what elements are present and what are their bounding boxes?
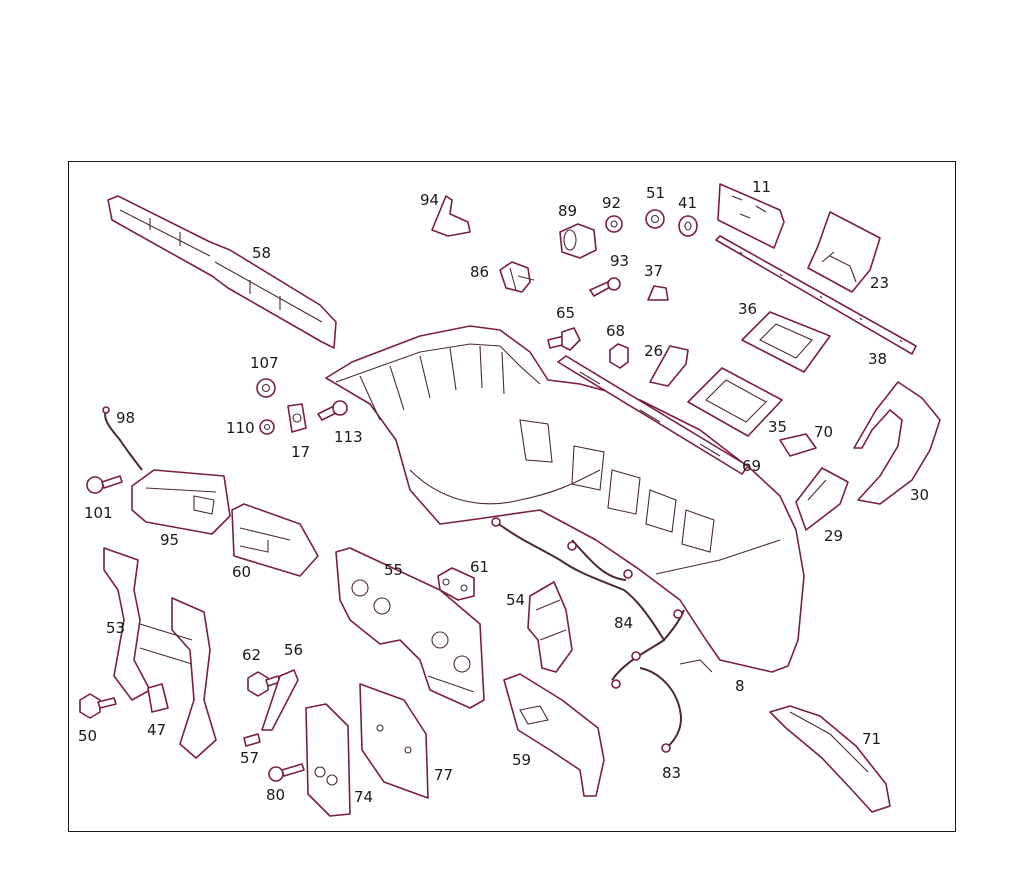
part-56-bracket[interactable]: [261, 669, 299, 731]
part-92-nut[interactable]: [605, 215, 623, 233]
callout-11[interactable]: 11: [752, 178, 771, 196]
part-30-side-trim[interactable]: [853, 381, 941, 505]
part-74-plate[interactable]: [305, 703, 351, 817]
part-98-wire[interactable]: [102, 406, 143, 471]
part-84-wiring-harness[interactable]: [491, 517, 685, 689]
callout-92[interactable]: 92: [602, 194, 621, 212]
callout-98[interactable]: 98: [116, 409, 135, 427]
part-95-foam-block[interactable]: [131, 469, 231, 535]
part-77-plate[interactable]: [359, 683, 429, 799]
part-26-cover[interactable]: [649, 345, 689, 387]
callout-93[interactable]: 93: [610, 252, 629, 270]
part-54-holder[interactable]: [527, 581, 573, 673]
callout-26[interactable]: 26: [644, 342, 663, 360]
callout-95[interactable]: 95: [160, 531, 179, 549]
callout-55[interactable]: 55: [384, 561, 403, 579]
callout-94[interactable]: 94: [420, 191, 439, 209]
callout-60[interactable]: 60: [232, 563, 251, 581]
callout-74[interactable]: 74: [354, 788, 373, 806]
part-55-carrier[interactable]: [335, 547, 485, 709]
part-101-screw[interactable]: [86, 475, 123, 494]
callout-58[interactable]: 58: [252, 244, 271, 262]
part-tray[interactable]: [687, 367, 783, 437]
part-89-sensor[interactable]: [559, 223, 597, 259]
callout-labels: 94 89 92 51 41 11 58 86 93 37 23 65 68 3…: [78, 178, 929, 806]
callout-107[interactable]: 107: [250, 354, 279, 372]
callout-57[interactable]: 57: [240, 749, 259, 767]
callout-51[interactable]: 51: [646, 184, 665, 202]
part-58-impact-strip[interactable]: [107, 195, 337, 349]
callout-80[interactable]: 80: [266, 786, 285, 804]
callout-71[interactable]: 71: [862, 730, 881, 748]
part-86-connector[interactable]: [499, 261, 535, 293]
callout-29[interactable]: 29: [824, 527, 843, 545]
part-23-cover[interactable]: [807, 211, 881, 293]
part-80-screw[interactable]: [268, 763, 305, 782]
callout-101[interactable]: 101: [84, 504, 113, 522]
callout-35[interactable]: 35: [768, 418, 787, 436]
callout-110[interactable]: 110: [226, 419, 255, 437]
callout-70[interactable]: 70: [814, 423, 833, 441]
part-60-bracket[interactable]: [231, 503, 319, 577]
callout-37[interactable]: 37: [644, 262, 663, 280]
part-11-bracket[interactable]: [717, 183, 785, 249]
callout-23[interactable]: 23: [870, 274, 889, 292]
callout-47[interactable]: 47: [147, 721, 166, 739]
part-53-bracket[interactable]: [103, 547, 217, 759]
callout-59[interactable]: 59: [512, 751, 531, 769]
part-71-trim[interactable]: [769, 705, 891, 813]
part-107-nut[interactable]: [256, 378, 276, 398]
part-47-clip[interactable]: [147, 683, 169, 713]
part-65-bolt[interactable]: [547, 327, 581, 351]
part-38-strip[interactable]: [715, 235, 917, 355]
callout-61[interactable]: 61: [470, 558, 489, 576]
callout-53[interactable]: 53: [106, 619, 125, 637]
part-69-strip[interactable]: [557, 355, 749, 475]
part-61-bracket[interactable]: [437, 567, 475, 601]
callout-69[interactable]: 69: [742, 457, 761, 475]
part-17-clip[interactable]: [287, 403, 307, 433]
part-62-bolt[interactable]: [247, 671, 281, 697]
callout-65[interactable]: 65: [556, 304, 575, 322]
callout-89[interactable]: 89: [558, 202, 577, 220]
part-51-washer[interactable]: [645, 209, 665, 229]
part-68-nut[interactable]: [609, 343, 629, 369]
part-59-side-strip[interactable]: [503, 673, 605, 797]
part-36-panel[interactable]: [741, 311, 831, 373]
part-83-wire[interactable]: [639, 667, 682, 753]
diagram-frame: [68, 161, 956, 832]
callout-8[interactable]: 8: [735, 677, 745, 695]
callout-86[interactable]: 86: [470, 263, 489, 281]
callout-84[interactable]: 84: [614, 614, 633, 632]
part-94-bracket[interactable]: [431, 195, 471, 237]
part-113-screw[interactable]: [317, 400, 348, 421]
part-70-pad[interactable]: [779, 433, 817, 457]
callout-56[interactable]: 56: [284, 641, 303, 659]
part-93-screw[interactable]: [589, 277, 621, 297]
callout-62[interactable]: 62: [242, 646, 261, 664]
part-29-cover[interactable]: [795, 467, 849, 531]
callout-41[interactable]: 41: [678, 194, 697, 212]
callout-50[interactable]: 50: [78, 727, 97, 745]
part-41-grommet[interactable]: [678, 215, 698, 237]
callout-54[interactable]: 54: [506, 591, 525, 609]
callout-77[interactable]: 77: [434, 766, 453, 784]
callout-113[interactable]: 113: [334, 428, 363, 446]
callout-17[interactable]: 17: [291, 443, 310, 461]
part-57-pin[interactable]: [243, 733, 261, 747]
callout-38[interactable]: 38: [868, 350, 887, 368]
callout-36[interactable]: 36: [738, 300, 757, 318]
part-110-washer[interactable]: [259, 419, 275, 435]
callout-83[interactable]: 83: [662, 764, 681, 782]
part-main-bumper-cover[interactable]: [325, 325, 805, 673]
callout-68[interactable]: 68: [606, 322, 625, 340]
part-50-bolt[interactable]: [79, 693, 117, 719]
callout-30[interactable]: 30: [910, 486, 929, 504]
part-37-clip[interactable]: [647, 285, 669, 301]
